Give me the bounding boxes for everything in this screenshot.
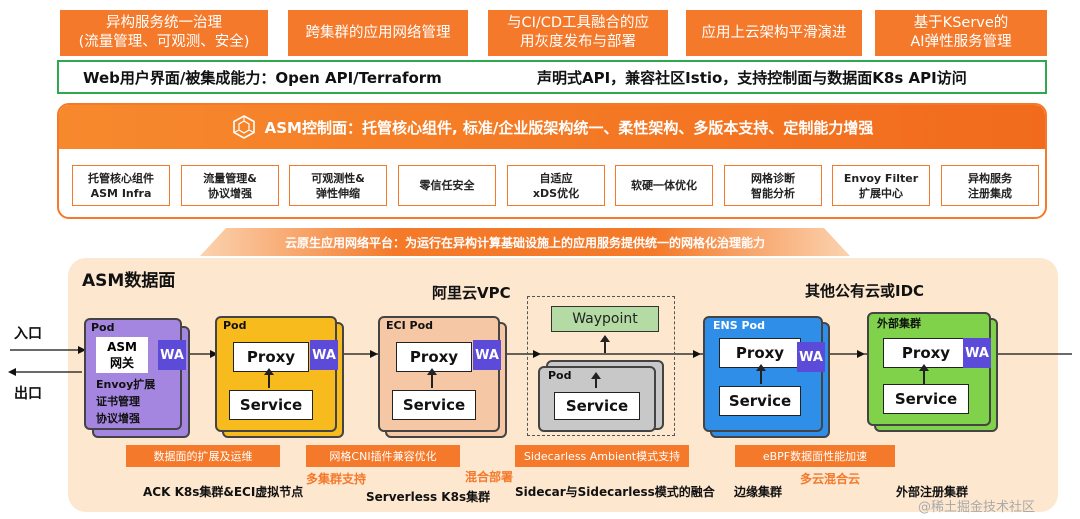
orange-label-1: 数据面的扩展及运维 — [126, 445, 280, 467]
pod3-card: ECI Pod Proxy Service — [378, 316, 500, 432]
pod5-proxy: Proxy — [719, 338, 801, 368]
pod3-proxy: Proxy — [396, 342, 472, 372]
bottom-text-2: Serverless K8s集群 — [366, 490, 491, 504]
waypoint-up-arrow — [600, 335, 610, 353]
control-plane-header: ASM控制面：托管核心组件, 标准/企业版架构统一、柔性架构、多版本支持、定制能… — [59, 105, 1045, 149]
bottom-text-1: ACK K8s集群&ECI虚拟节点 — [143, 485, 304, 499]
asm-gateway: ASM 网关 — [96, 337, 148, 373]
feature-1: 托管核心组件 ASM Infra — [72, 165, 170, 206]
pod3-label: ECI Pod — [386, 319, 434, 332]
pod1-card: Pod ASM 网关 Envoy扩展 证书管理 协议增强 — [84, 318, 182, 430]
hexagon-icon — [232, 115, 255, 139]
feature-7: 网格诊断 智能分析 — [724, 165, 822, 206]
wa-badge-3: WA — [473, 340, 501, 370]
pod5-label: ENS Pod — [713, 319, 765, 332]
multi-cluster-text: 多集群支持 — [306, 472, 367, 486]
feature-2: 流量管理& 协议增强 — [181, 165, 279, 206]
feature-6: 软硬一体优化 — [615, 165, 713, 206]
multi-cloud-text: 多云混合云 — [800, 472, 861, 486]
feature-9: 异构服务 注册集成 — [941, 165, 1039, 206]
top-box-3: 与CI/CD工具融合的应 用灰度发布与部署 — [488, 10, 668, 56]
feature-3: 可观测性& 弹性伸缩 — [289, 165, 387, 206]
bottom-text-3: Sidecar与Sidecarless模式的融合 — [515, 485, 715, 499]
platform-banner: 云原生应用网络平台：为运行在异构计算基础设施上的应用服务提供统一的网格化治理能力 — [200, 228, 850, 256]
wa-badge-1: WA — [158, 340, 186, 370]
pod3-up-arrow — [427, 368, 437, 388]
pod5-up-arrow — [756, 364, 766, 384]
hybrid-deploy-text: 混合部署 — [465, 470, 514, 484]
feature-8: Envoy Filter 扩展中心 — [832, 165, 930, 206]
orange-label-2: 网格CNI插件兼容优化 — [306, 445, 460, 467]
pod2-up-arrow — [264, 368, 274, 388]
orange-label-3: Sidecarless Ambient模式支持 — [515, 445, 689, 467]
pod2-card: Pod Proxy Service — [215, 316, 337, 432]
other-cloud-title: 其他公有云或IDC — [805, 282, 925, 300]
pod1-label: Pod — [91, 321, 115, 334]
pod5-service: Service — [719, 386, 801, 416]
pod2-proxy: Proxy — [233, 342, 309, 372]
control-plane-title: ASM控制面：托管核心组件, 标准/企业版架构统一、柔性架构、多版本支持、定制能… — [264, 118, 874, 137]
feature-4: 零信任安全 — [398, 165, 496, 206]
pod2-service: Service — [229, 390, 313, 420]
pod6-label: 外部集群 — [877, 317, 921, 330]
top-box-4: 应用上云架构平滑演进 — [686, 10, 862, 56]
watermark: @稀土掘金技术社区 — [918, 500, 1036, 515]
top-box-2: 跨集群的应用网络管理 — [288, 10, 468, 56]
wa-badge-6: WA — [963, 338, 991, 368]
vpc-title: 阿里云VPC — [432, 284, 511, 302]
pod2-label: Pod — [223, 319, 247, 332]
bottom-text-4: 边缘集群 — [734, 485, 783, 499]
wa-badge-5: WA — [797, 342, 825, 372]
waypoint-box: Waypoint — [551, 306, 659, 332]
pod3-service: Service — [392, 390, 476, 420]
api-bar-left: Web用户界面/被集成能力：Open API/Terraform — [83, 69, 442, 87]
pod6-up-arrow — [919, 364, 929, 384]
ambient-region — [527, 296, 675, 436]
top-box-5: 基于KServe的 AI弹性服务管理 — [875, 10, 1047, 56]
pod4-up-arrow — [591, 372, 601, 388]
entry-label: 入口 — [14, 326, 42, 342]
feature-5: 自适应 xDS优化 — [507, 165, 605, 206]
top-box-1: 异构服务统一治理 (流量管理、可观测、安全) — [60, 10, 268, 56]
pod6-service: Service — [883, 384, 969, 414]
data-plane-title: ASM数据面 — [82, 271, 176, 291]
pod4-label: Pod — [548, 369, 572, 382]
pod1-desc: Envoy扩展 证书管理 协议增强 — [96, 378, 156, 425]
wa-badge-2: WA — [310, 340, 338, 370]
api-bar-right: 声明式API，兼容社区Istio，支持控制面与数据面K8s API访问 — [537, 69, 967, 87]
pod4-service: Service — [554, 392, 640, 420]
api-bar: Web用户界面/被集成能力：Open API/Terraform 声明式API，… — [57, 60, 1047, 94]
exit-label: 出口 — [14, 386, 42, 402]
pod5-card: ENS Pod Proxy Service — [703, 316, 823, 432]
bottom-text-5: 外部注册集群 — [896, 485, 969, 499]
pod6-card: 外部集群 Proxy Service — [867, 312, 991, 426]
orange-label-4: eBPF数据面性能加速 — [735, 445, 895, 467]
